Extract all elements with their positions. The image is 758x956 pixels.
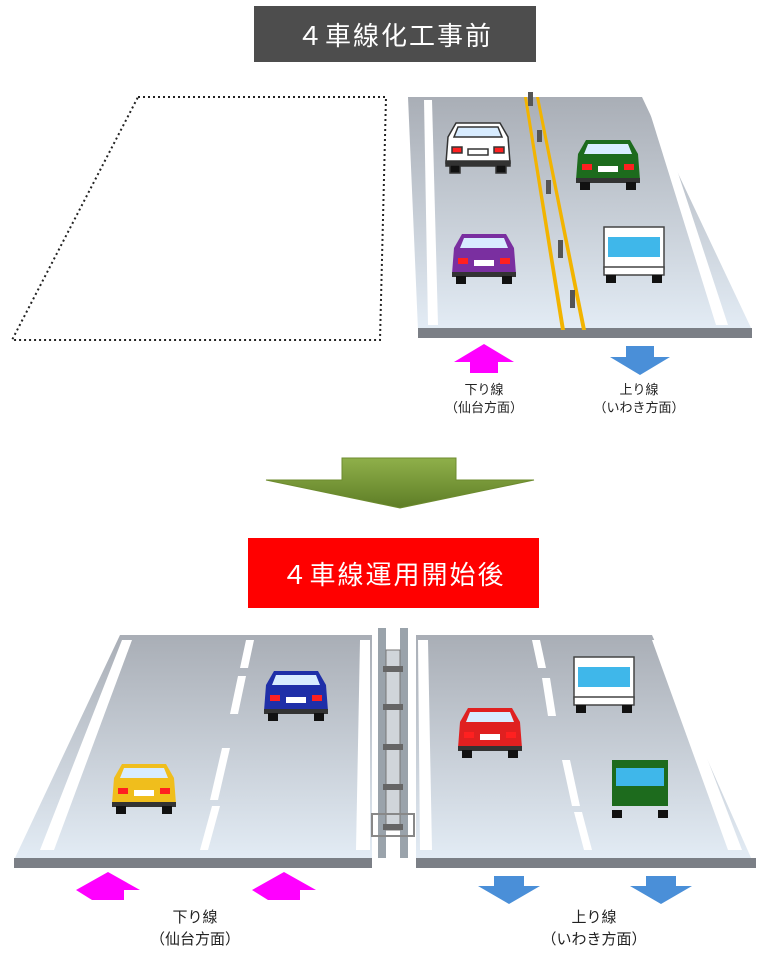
after-down-line-direction: （仙台方面） [149, 930, 240, 948]
before-up-line-direction: （いわき方面） [593, 401, 685, 416]
after-up-caption: 上り線 （いわき方面） [524, 906, 664, 950]
after-up-line-name: 上り線 [571, 908, 617, 926]
after-down-caption: 下り線 （仙台方面） [130, 906, 260, 950]
green-truck [612, 760, 668, 818]
purple-car [452, 234, 516, 284]
after-title: ４車線運用開始後 [248, 538, 539, 608]
before-down-line-direction: （仙台方面） [444, 401, 523, 416]
center-line-left [524, 97, 565, 330]
after-up-line-direction: （いわき方面） [541, 930, 647, 948]
future-lane-outline [10, 96, 388, 341]
down-road [14, 635, 372, 868]
up-arrow-after-right [630, 876, 692, 904]
down-arrow-after-right [252, 872, 316, 900]
truck-before [603, 226, 665, 284]
white-car [445, 122, 511, 174]
before-down-line-name: 下り線 [464, 383, 504, 398]
red-car [458, 708, 522, 758]
up-arrow-after-left [478, 876, 540, 904]
center-line-right [536, 97, 586, 330]
before-up-line-name: 上り線 [619, 383, 659, 398]
up-arrow-before [610, 346, 670, 375]
before-up-caption: 上り線 （いわき方面） [584, 382, 694, 418]
truck-after-top [573, 656, 635, 714]
yellow-car [112, 764, 176, 814]
before-down-caption: 下り線 （仙台方面） [434, 382, 534, 418]
green-car [576, 140, 640, 190]
before-title: ４車線化工事前 [254, 6, 536, 62]
transition-arrow [265, 457, 535, 509]
down-arrow-before [454, 344, 514, 373]
down-arrow-after-left [76, 872, 140, 900]
median-guardrail [371, 628, 415, 858]
blue-car [264, 671, 328, 721]
after-down-line-name: 下り線 [172, 908, 218, 926]
